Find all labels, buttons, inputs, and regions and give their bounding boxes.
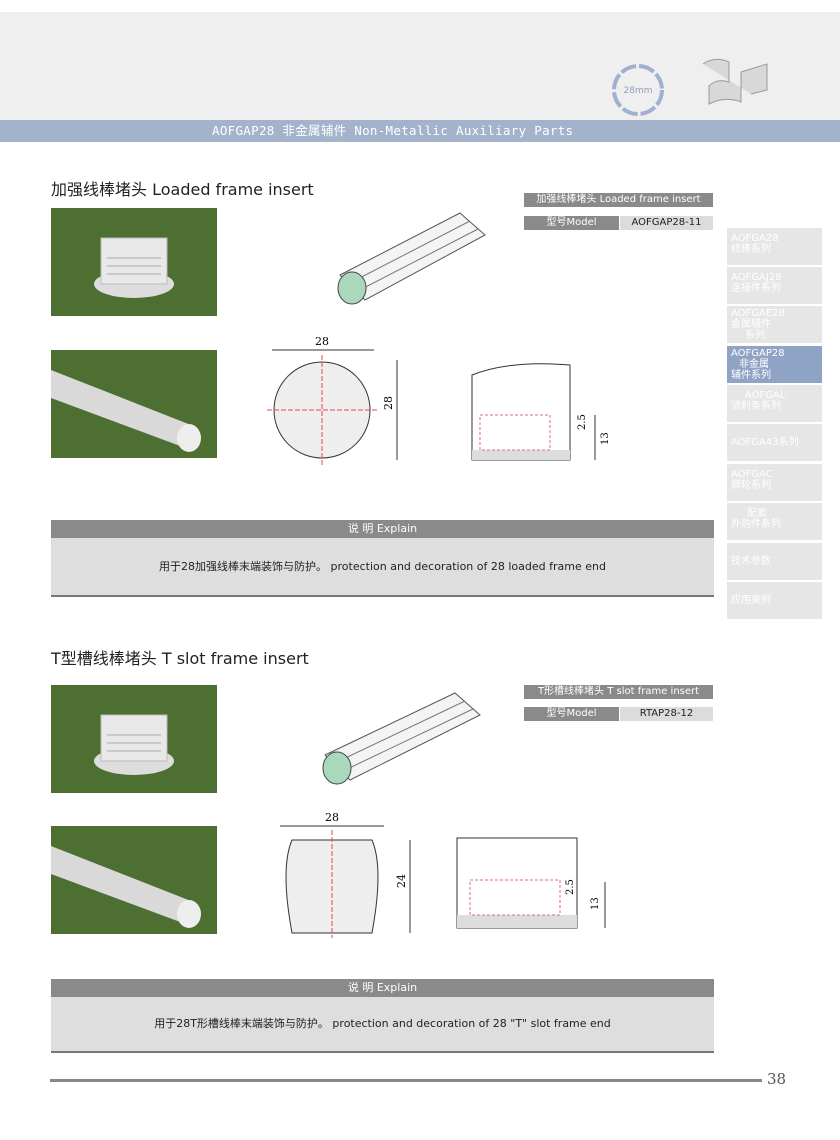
product-photo-mounted [51, 826, 217, 934]
size-badge: 28mm [624, 86, 653, 96]
svg-text:13: 13 [590, 897, 601, 910]
svg-text:28: 28 [325, 811, 339, 824]
product-photo [51, 685, 217, 793]
tube-3d-drawing [322, 692, 481, 785]
model-label: 型号Model [524, 707, 619, 721]
svg-text:24: 24 [395, 874, 408, 888]
sidebar-item-cases[interactable]: 应用案例 [727, 582, 822, 619]
section-band-title: AOFGAP28 非金属辅件 Non-Metallic Auxiliary Pa… [0, 120, 840, 142]
cross-section-drawing: 28 28 [267, 335, 398, 465]
profile-28mm-icon: 28mm [612, 64, 664, 116]
footer-divider [50, 1079, 762, 1082]
svg-text:28: 28 [382, 396, 395, 410]
cross-section-drawing: 28 24 [280, 811, 411, 938]
sidebar-item-tech-params[interactable]: 技术参数 [727, 543, 822, 580]
side-section-drawing: 2.5 13 [456, 837, 606, 929]
section-title: 加强线棒堵头 Loaded frame insert [51, 180, 314, 199]
product-photo-mounted [51, 350, 217, 458]
product-photo [51, 208, 217, 316]
section-title: T型槽线棒堵头 T slot frame insert [51, 649, 309, 668]
explain-header: 说 明 Explain [51, 979, 714, 997]
header-banner [0, 12, 840, 120]
part-3d-icon [702, 58, 768, 105]
svg-text:2.5: 2.5 [577, 414, 588, 430]
side-section-drawing: 2.5 13 [471, 363, 611, 461]
tube-3d-drawing [337, 212, 486, 305]
sidebar-item-accessories[interactable]: 配套外购件系列 [727, 503, 822, 540]
explain-text: 用于28加强线棒末端装饰与防护。 protection and decorati… [51, 538, 714, 597]
model-value: AOFGAP28-11 [620, 216, 713, 230]
explain-header: 说 明 Explain [51, 520, 714, 538]
model-label: 型号Model [524, 216, 619, 230]
explain-text: 用于28T形槽线棒末端装饰与防护。 protection and decorat… [51, 997, 714, 1053]
svg-text:28: 28 [315, 335, 329, 348]
model-value: RTAP28-12 [620, 707, 713, 721]
svg-text:2.5: 2.5 [565, 879, 576, 895]
product-tag: T形槽线棒堵头 T slot frame insert [524, 685, 713, 699]
product-tag: 加强线棒堵头 Loaded frame insert [524, 193, 713, 207]
svg-text:13: 13 [600, 432, 611, 445]
page-number: 38 [767, 1070, 787, 1088]
sidebar-item-aofga43[interactable]: AOFGA43系列 [727, 424, 822, 461]
